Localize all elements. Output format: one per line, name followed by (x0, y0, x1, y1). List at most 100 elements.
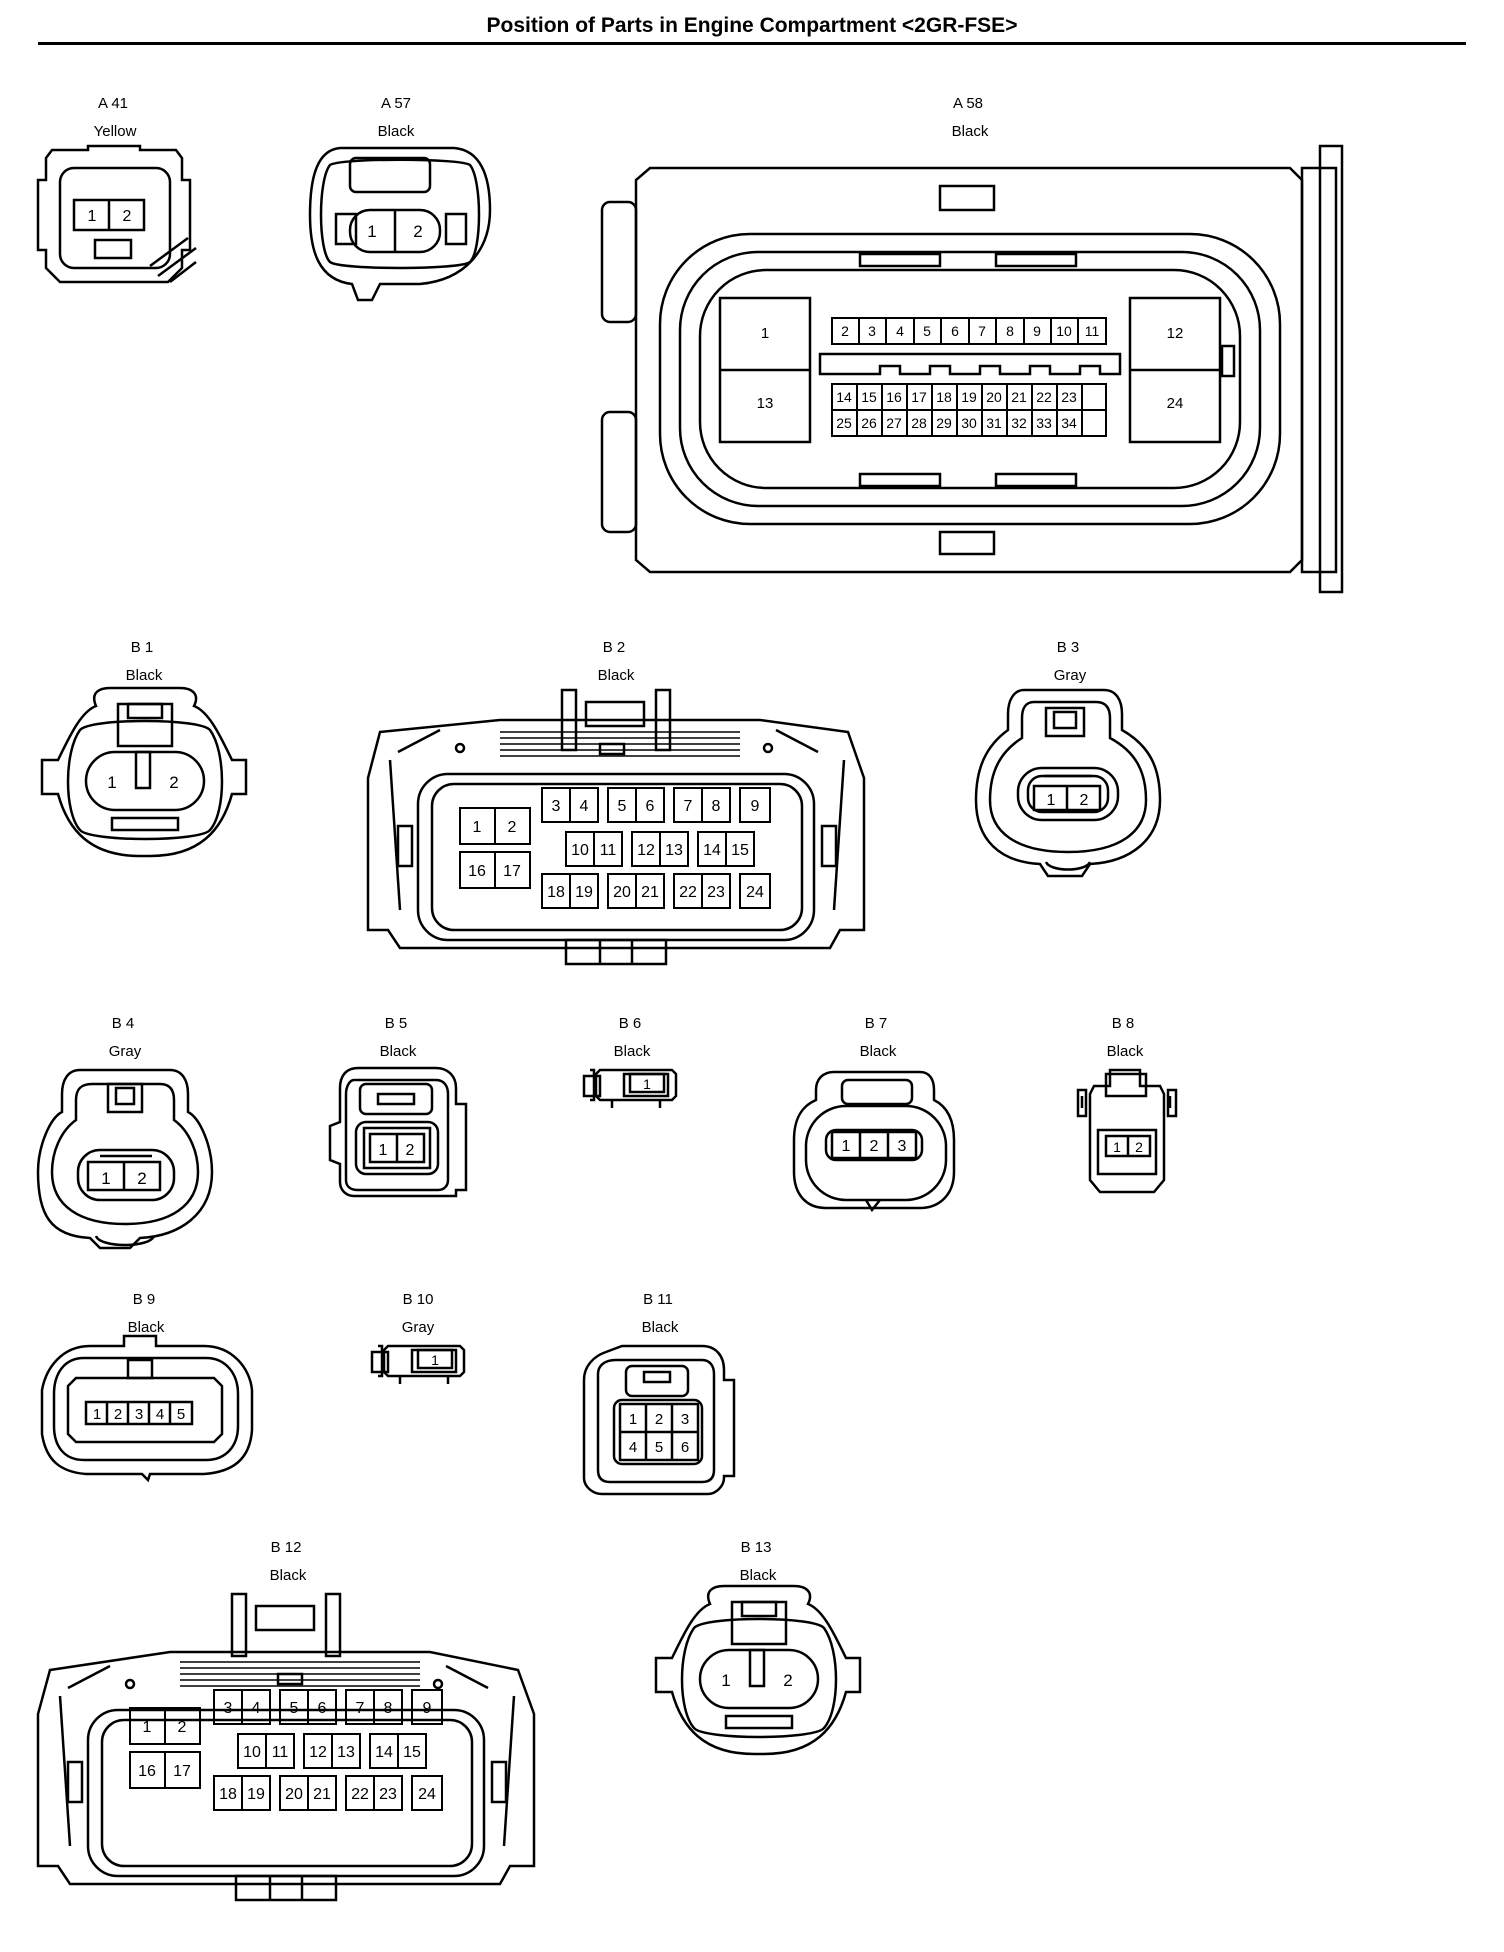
svg-text:31: 31 (986, 415, 1002, 431)
connector-color: Black (380, 1043, 417, 1060)
svg-text:10: 10 (571, 842, 589, 859)
svg-text:2: 2 (123, 208, 132, 225)
connector-id: A 57 (381, 95, 411, 112)
svg-text:19: 19 (961, 389, 977, 405)
svg-text:21: 21 (641, 884, 659, 901)
connector-a41[interactable]: A 41 Yellow 1 2 (36, 95, 197, 284)
connector-id: B 10 (403, 1291, 434, 1308)
connector-color: Black (614, 1043, 651, 1060)
svg-text:5: 5 (290, 1700, 299, 1717)
svg-text:2: 2 (413, 222, 422, 241)
connector-b9[interactable]: B 9 Black 1 2 3 4 5 (40, 1291, 254, 1483)
svg-text:26: 26 (861, 415, 877, 431)
connector-b4[interactable]: B 4 Gray 1 2 (36, 1015, 214, 1250)
connector-b3[interactable]: B 3 Gray 1 2 (974, 639, 1162, 878)
svg-text:1: 1 (107, 773, 116, 792)
svg-text:25: 25 (836, 415, 852, 431)
svg-text:1: 1 (629, 1411, 637, 1428)
connector-color: Black (860, 1043, 897, 1060)
connector-id: B 8 (1112, 1015, 1135, 1032)
svg-text:7: 7 (684, 798, 693, 815)
svg-text:8: 8 (1006, 323, 1014, 339)
svg-text:6: 6 (951, 323, 959, 339)
svg-text:10: 10 (1056, 323, 1072, 339)
svg-text:15: 15 (861, 389, 877, 405)
svg-text:24: 24 (418, 1786, 436, 1803)
svg-text:1: 1 (93, 1406, 101, 1423)
svg-text:3: 3 (552, 798, 561, 815)
svg-text:34: 34 (1061, 415, 1077, 431)
svg-text:12: 12 (637, 842, 655, 859)
connector-b2[interactable]: B 2 Black (366, 639, 866, 966)
connector-color: Black (378, 123, 415, 140)
connector-id: B 4 (112, 1015, 135, 1032)
svg-text:23: 23 (1061, 389, 1077, 405)
svg-text:20: 20 (285, 1786, 303, 1803)
svg-text:11: 11 (600, 842, 617, 859)
svg-text:4: 4 (629, 1439, 637, 1456)
title-rule (38, 42, 1466, 45)
connector-b12[interactable]: B 12 Black (36, 1539, 536, 1902)
svg-text:28: 28 (911, 415, 927, 431)
connector-color: Black (952, 123, 989, 140)
connector-b10[interactable]: B 10 Gray 1 (370, 1291, 466, 1384)
connector-b11[interactable]: B 11 Black 1 2 3 4 5 6 (582, 1291, 736, 1496)
svg-text:16: 16 (138, 1763, 156, 1780)
svg-text:19: 19 (247, 1786, 265, 1803)
svg-text:9: 9 (751, 798, 760, 815)
connector-id: B 11 (643, 1291, 673, 1308)
svg-text:1: 1 (367, 222, 376, 241)
svg-text:1: 1 (643, 1076, 651, 1092)
connector-b8[interactable]: B 8 Black 1 2 (1076, 1015, 1178, 1194)
svg-text:3: 3 (868, 323, 876, 339)
svg-text:15: 15 (731, 842, 749, 859)
connector-b7[interactable]: B 7 Black 1 2 3 (792, 1015, 956, 1213)
svg-text:22: 22 (679, 884, 697, 901)
svg-text:1: 1 (101, 1169, 110, 1188)
svg-text:2: 2 (178, 1719, 187, 1736)
connector-b1[interactable]: B 1 Black 1 2 (40, 639, 248, 858)
svg-text:6: 6 (646, 798, 655, 815)
connector-id: B 6 (619, 1015, 642, 1032)
svg-text:21: 21 (1011, 389, 1027, 405)
svg-text:11: 11 (1085, 323, 1100, 339)
connector-color: Black (642, 1319, 679, 1336)
svg-text:14: 14 (375, 1744, 393, 1761)
svg-text:1: 1 (88, 208, 97, 225)
connector-color: Black (1107, 1043, 1144, 1060)
svg-text:5: 5 (923, 323, 931, 339)
svg-text:18: 18 (936, 389, 952, 405)
svg-text:7: 7 (978, 323, 986, 339)
svg-text:13: 13 (757, 395, 774, 412)
svg-text:17: 17 (173, 1763, 191, 1780)
svg-text:6: 6 (318, 1700, 327, 1717)
connector-a57[interactable]: A 57 Black 1 2 (308, 95, 492, 302)
connector-color: Black (598, 667, 635, 684)
svg-text:1: 1 (379, 1142, 388, 1159)
connector-b5[interactable]: B 5 Black 1 2 (328, 1015, 468, 1198)
page-title: Position of Parts in Engine Compartment … (486, 14, 1018, 37)
connector-id: B 13 (741, 1539, 772, 1556)
svg-text:10: 10 (243, 1744, 261, 1761)
connector-color: Yellow (94, 123, 137, 140)
connector-id: B 9 (133, 1291, 156, 1308)
svg-text:19: 19 (575, 884, 593, 901)
svg-text:5: 5 (177, 1406, 185, 1423)
svg-text:2: 2 (1135, 1139, 1143, 1155)
svg-text:5: 5 (655, 1439, 663, 1456)
svg-text:6: 6 (681, 1439, 689, 1456)
connector-color: Gray (1054, 667, 1087, 684)
svg-text:13: 13 (665, 842, 683, 859)
connector-id: B 12 (271, 1539, 302, 1556)
svg-text:1: 1 (431, 1352, 439, 1368)
connector-color: Black (126, 667, 163, 684)
connector-id: A 41 (98, 95, 128, 112)
svg-text:3: 3 (898, 1138, 907, 1155)
connector-id: B 2 (603, 639, 626, 656)
svg-text:1: 1 (721, 1671, 730, 1690)
svg-text:14: 14 (703, 842, 721, 859)
svg-text:16: 16 (886, 389, 902, 405)
connector-b13[interactable]: B 13 Black 1 2 (654, 1539, 862, 1756)
connector-b6[interactable]: B 6 Black 1 (582, 1015, 678, 1108)
